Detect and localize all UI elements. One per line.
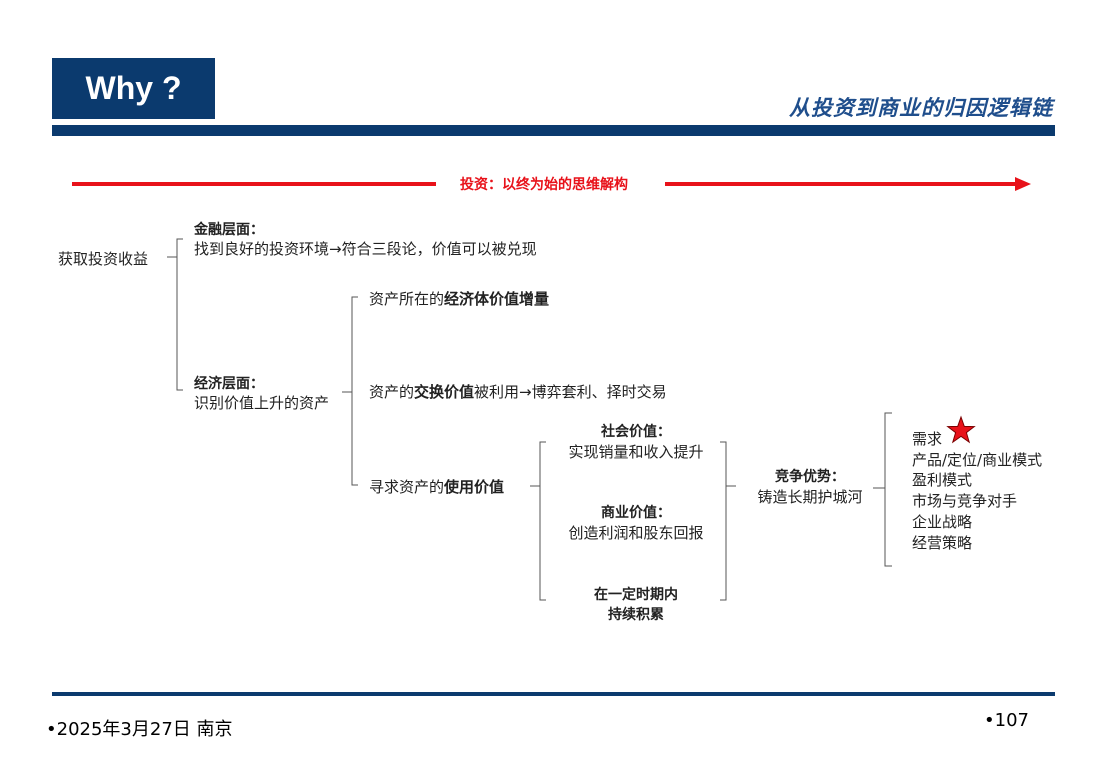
branch-3-text: 寻求资产的 xyxy=(369,478,445,496)
branch-2-bold: 交换价值 xyxy=(414,383,475,401)
finance-title: 金融层面： xyxy=(194,222,264,238)
social-value-desc: 实现销量和收入提升 xyxy=(568,443,704,461)
branch-exchange-value: 资产的交换价值被利用→博弈套利、择时交易 xyxy=(369,381,667,402)
red-arrow-head xyxy=(1015,177,1031,191)
advantage-title: 竞争优势： xyxy=(775,469,845,485)
branch-1-bold: 经济体价值增量 xyxy=(444,290,550,308)
why-title-box: Why ? xyxy=(52,58,215,119)
branch-use-value: 寻求资产的使用价值 xyxy=(369,476,504,497)
sustain-line-1: 在一定时期内 xyxy=(594,587,678,603)
factor-item: 盈利模式 xyxy=(912,471,973,489)
branch-economy-increment: 资产所在的经济体价值增量 xyxy=(369,288,549,309)
factor-item: 需求 xyxy=(912,430,943,448)
sustain-line-2: 持续积累 xyxy=(608,607,664,623)
arrow-title: 投资：以终为始的思维解构 xyxy=(460,177,628,193)
header-divider xyxy=(52,125,1055,136)
social-value-title: 社会价值： xyxy=(601,424,671,440)
root-node: 获取投资收益 xyxy=(58,250,149,268)
branch-3-bold: 使用价值 xyxy=(444,478,505,496)
branch-1-text: 资产所在的 xyxy=(369,290,445,308)
economy-desc: 识别价值上升的资产 xyxy=(194,394,330,412)
factor-item: 市场与竞争对手 xyxy=(912,492,1018,510)
factor-item: 经营策略 xyxy=(912,534,973,552)
finance-desc: 找到良好的投资环境→符合三段论，价值可以被兑现 xyxy=(194,240,537,258)
page-number: •107 xyxy=(984,710,1029,731)
header-subtitle: 从投资到商业的归因逻辑链 xyxy=(789,95,1053,120)
why-title: Why ? xyxy=(85,70,182,106)
branch-2-text: 资产的 xyxy=(369,383,415,401)
business-value-desc: 创造利润和股东回报 xyxy=(568,524,704,542)
advantage-desc: 铸造长期护城河 xyxy=(757,488,863,506)
root-bracket xyxy=(167,238,183,391)
star-icon xyxy=(946,415,976,444)
factor-item: 企业战略 xyxy=(912,513,973,531)
footer-divider xyxy=(52,692,1055,696)
footer-date: •2025年3月27日 南京 xyxy=(46,719,233,740)
economy-bracket xyxy=(342,296,358,486)
factor-item: 产品/定位/商业模式 xyxy=(912,451,1043,469)
use-value-bracket xyxy=(530,441,546,601)
economy-title: 经济层面： xyxy=(194,376,264,392)
use-value-close-bracket xyxy=(720,441,736,601)
branch-2-suffix: 被利用→博弈套利、择时交易 xyxy=(474,383,667,401)
factors-bracket xyxy=(873,412,892,567)
business-value-title: 商业价值： xyxy=(601,505,671,521)
